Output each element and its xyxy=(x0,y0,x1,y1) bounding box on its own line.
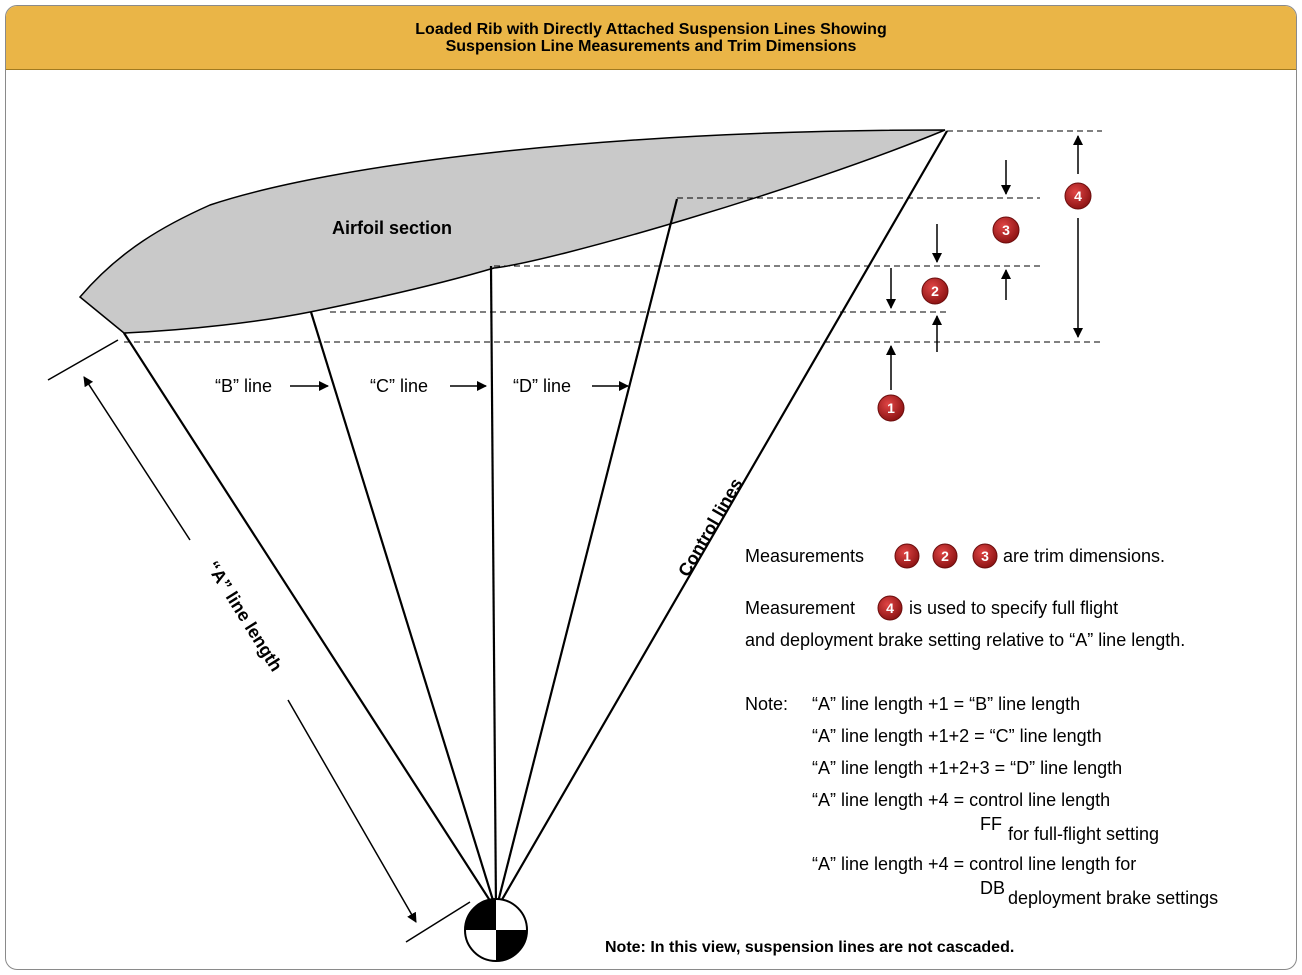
d-line xyxy=(494,198,679,911)
a-line-length-label: “A” line length xyxy=(203,558,287,675)
header-bar: Loaded Rib with Directly Attached Suspen… xyxy=(6,6,1296,70)
note-line-5: “A” line length +4 = control line length… xyxy=(812,854,1136,874)
measurements-prefix: Measurements xyxy=(745,546,864,566)
d-line-label: “D” line xyxy=(513,376,571,396)
title-line-1: Loaded Rib with Directly Attached Suspen… xyxy=(415,20,887,38)
a-dim-tick-top xyxy=(47,339,119,381)
badge-2: 2 xyxy=(921,277,949,305)
ff-subscript: FF xyxy=(980,814,1002,834)
confluence-point-icon xyxy=(464,898,528,962)
db-text: deployment brake settings xyxy=(1008,888,1218,908)
a-line xyxy=(123,332,497,911)
badge-4: 4 xyxy=(1064,182,1092,210)
legend-badge-1: 1 xyxy=(894,543,920,569)
a-dim-tick-bottom xyxy=(405,901,471,943)
note-line-1: “A” line length +1 = “B” line length xyxy=(812,694,1080,714)
svg-text:3: 3 xyxy=(981,548,989,564)
ff-text: for full-flight setting xyxy=(1008,824,1159,844)
a-dim-arrow-down xyxy=(287,699,417,923)
note-line-2: “A” line length +1+2 = “C” line length xyxy=(812,726,1102,746)
measurement4-suffix: is used to specify full flight xyxy=(909,598,1118,618)
svg-text:4: 4 xyxy=(1074,188,1082,204)
svg-text:2: 2 xyxy=(941,548,949,564)
b-line xyxy=(309,311,498,911)
b-line-label: “B” line xyxy=(215,376,272,396)
svg-text:4: 4 xyxy=(886,600,894,616)
airfoil-label: Airfoil section xyxy=(332,218,452,238)
svg-text:1: 1 xyxy=(903,548,911,564)
measurements-suffix: are trim dimensions. xyxy=(1003,546,1165,566)
note-label: Note: xyxy=(745,694,788,714)
db-subscript: DB xyxy=(980,878,1005,898)
c-line-label: “C” line xyxy=(370,376,428,396)
measurement4-line2: and deployment brake setting relative to… xyxy=(745,630,1185,650)
legend-badge-3: 3 xyxy=(972,543,998,569)
svg-text:1: 1 xyxy=(887,400,895,416)
c-line xyxy=(489,265,498,911)
legend-badge-2: 2 xyxy=(932,543,958,569)
note-line-4: “A” line length +4 = control line length xyxy=(812,790,1110,810)
measurement4-prefix: Measurement xyxy=(745,598,855,618)
airfoil-shape xyxy=(78,129,946,334)
badge-3: 3 xyxy=(992,216,1020,244)
control-line xyxy=(495,130,948,911)
bottom-note: Note: In this view, suspension lines are… xyxy=(605,939,1014,956)
legend-badge-4: 4 xyxy=(877,595,903,621)
title-line-2: Suspension Line Measurements and Trim Di… xyxy=(445,37,857,55)
badge-1: 1 xyxy=(877,394,905,422)
svg-text:2: 2 xyxy=(931,283,939,299)
svg-text:3: 3 xyxy=(1002,222,1010,238)
control-lines-label: Control lines xyxy=(674,475,746,580)
a-dim-arrow-up xyxy=(83,376,191,541)
note-line-3: “A” line length +1+2+3 = “D” line length xyxy=(812,758,1122,778)
